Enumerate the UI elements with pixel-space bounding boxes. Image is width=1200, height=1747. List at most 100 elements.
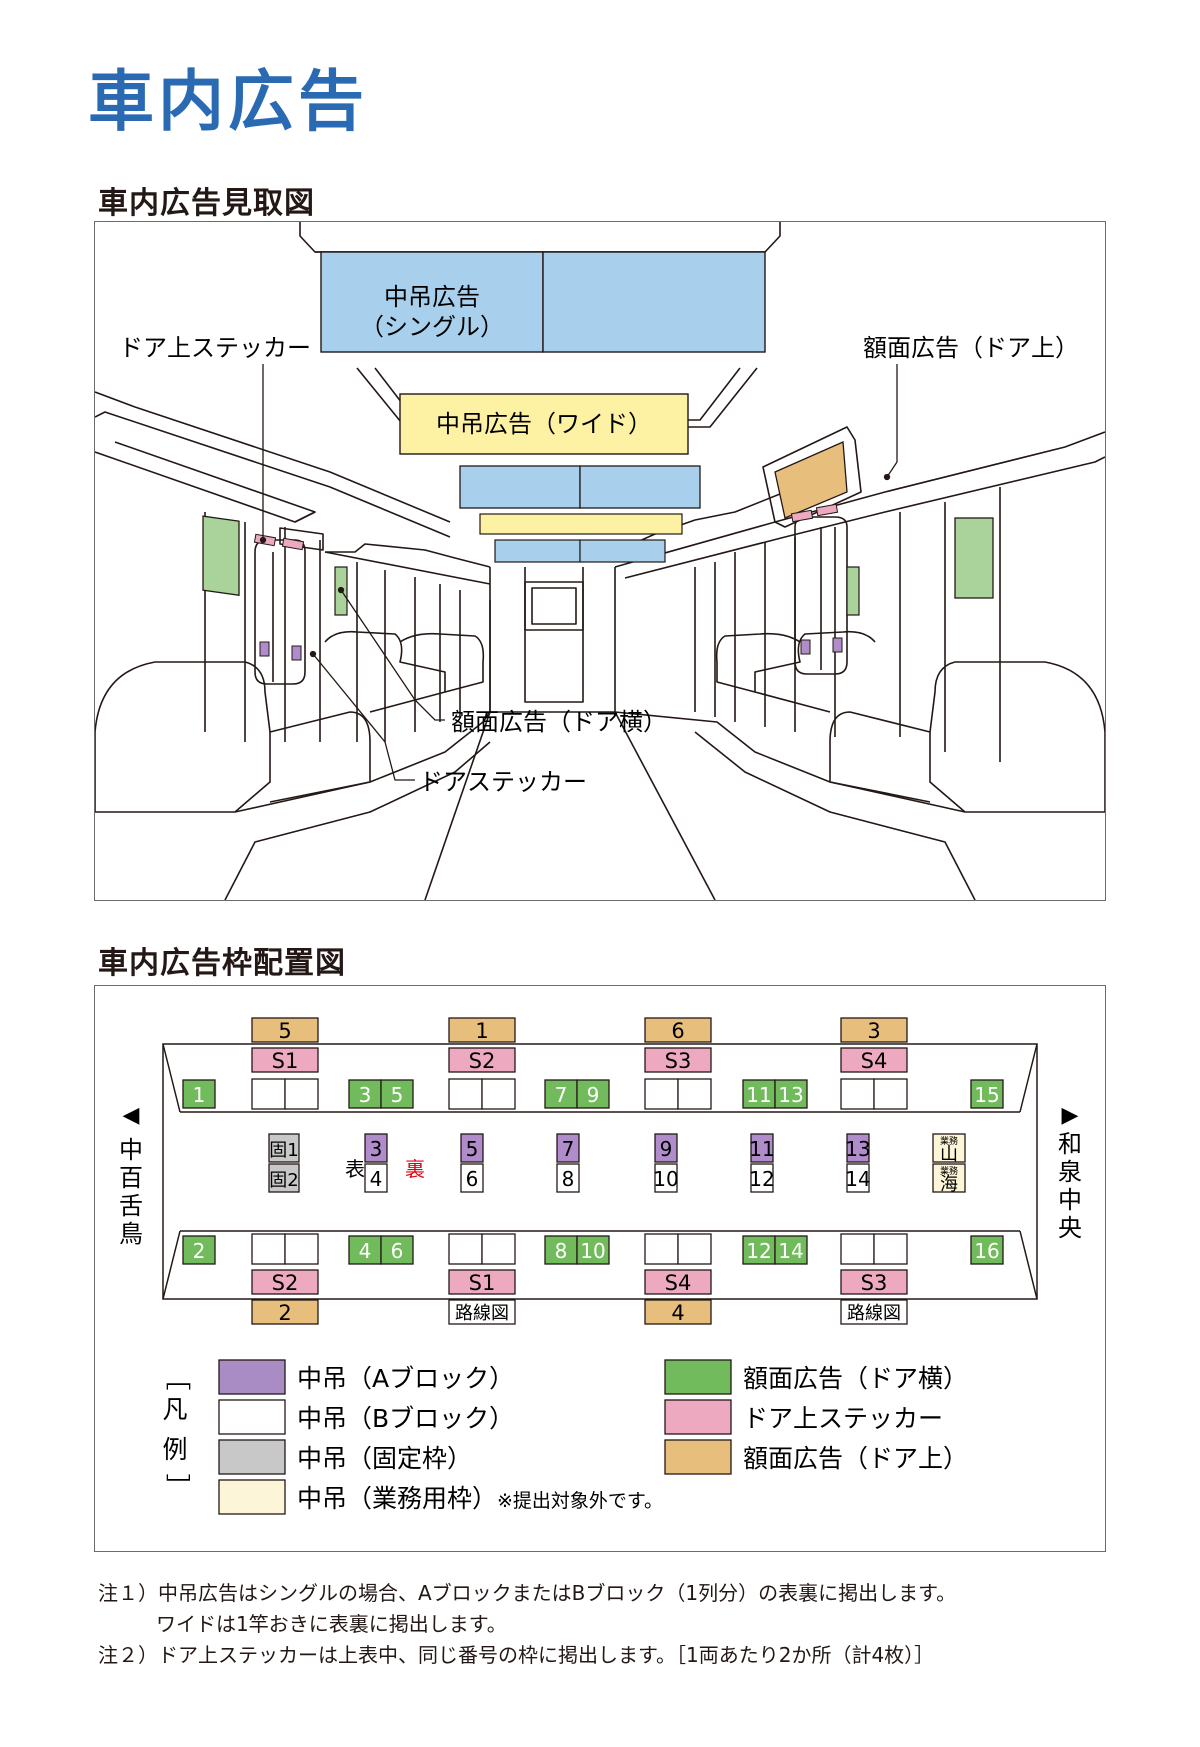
- door-sticker-bottom-label: S1: [469, 1271, 496, 1295]
- frame-door-side-bottom-label: 10: [580, 1239, 605, 1263]
- legend-label: 中吊（固定枠）: [297, 1444, 472, 1473]
- door-sticker-top: [840, 1047, 908, 1073]
- legend-title-2: 凡: [162, 1395, 187, 1424]
- hanging-b-label: 10: [653, 1167, 678, 1191]
- legend-title-4: ］: [163, 1473, 192, 1498]
- hanging-a: [654, 1133, 678, 1163]
- hanging-b: [364, 1163, 388, 1193]
- door-sticker-bottom: [251, 1269, 319, 1295]
- door-sticker-top-label: S2: [469, 1049, 496, 1073]
- legend-label: 額面広告（ドア上）: [743, 1444, 968, 1473]
- legend-swatch: [218, 1439, 286, 1475]
- frame-door-side-bottom-label: 8: [555, 1239, 568, 1263]
- door-panel-top: [284, 1078, 319, 1110]
- hanging-a: [460, 1133, 484, 1163]
- note-1-cont: ワイドは1竿おきに表裏に掲出します。: [156, 1612, 507, 1636]
- door-sticker-bottom-label: S4: [665, 1271, 692, 1295]
- door-sticker-bottom: [644, 1269, 712, 1295]
- right-arrow: ▶: [1062, 1103, 1079, 1128]
- label-hanging-wide: 中吊広告（ワイド）: [436, 410, 652, 438]
- hanging-b: [556, 1163, 580, 1193]
- door-panel-top: [840, 1078, 875, 1110]
- frame-door-side-top-label: 1: [193, 1083, 206, 1107]
- door-panel-bottom: [677, 1233, 712, 1265]
- left-arrow: ◀: [123, 1103, 140, 1128]
- frame-door-side-top: [576, 1079, 610, 1109]
- door-sticker-top-label: S4: [861, 1049, 888, 1073]
- door-sticker-top: [448, 1047, 516, 1073]
- frame-door-top-label: 6: [671, 1019, 684, 1043]
- hanging-b: [750, 1163, 774, 1193]
- frame-door-side-bottom: [576, 1235, 610, 1265]
- hanging-a: [750, 1133, 774, 1163]
- door-panel-bottom: [644, 1233, 679, 1265]
- note-2: 注２）ドア上ステッカーは上表中、同じ番号の枠に掲出します。［1両あたり2か所（計…: [98, 1643, 935, 1667]
- legend-label: ドア上ステッカー: [743, 1404, 943, 1433]
- right-station-char-3: 中: [1058, 1186, 1082, 1214]
- business-frame: [932, 1163, 966, 1193]
- fixed-frame: [268, 1163, 300, 1193]
- frame-door-side-bottom: [348, 1235, 382, 1265]
- frame-door-side-bottom: [182, 1235, 216, 1265]
- legend-swatch: [664, 1399, 732, 1435]
- frame-door-side-top-label: 11: [746, 1083, 771, 1107]
- hanging-a-label: 9: [660, 1137, 673, 1161]
- frame-door-side-top-label: 9: [587, 1083, 600, 1107]
- left-station-char-4: 鳥: [119, 1220, 143, 1248]
- label-frame-door-side: 額面広告（ドア横）: [451, 708, 667, 736]
- frame-door-side-top-label: 5: [391, 1083, 404, 1107]
- frame-door-side-top: [544, 1079, 578, 1109]
- frame-door-top-top: [840, 1017, 908, 1043]
- label-door-top-sticker: ドア上ステッカー: [119, 334, 311, 362]
- legend-note: ※提出対象外です。: [497, 1490, 663, 1512]
- layout-plan-heading: 車内広告枠配置図: [98, 946, 346, 981]
- hanging-b-label: 6: [466, 1167, 479, 1191]
- left-station-char-2: 百: [119, 1164, 143, 1192]
- frame-door-top-label: 5: [278, 1019, 291, 1043]
- door-panel-bottom: [251, 1233, 286, 1265]
- frame-door-side-bottom-label: 6: [391, 1239, 404, 1263]
- note-1: 注１）中吊広告はシングルの場合、AブロックまたはBブロック（1列分）の表裏に掲出…: [98, 1581, 957, 1605]
- hanging-a-label: 11: [749, 1137, 774, 1161]
- right-station-char-2: 泉: [1058, 1158, 1082, 1186]
- frame-door-side-top-label: 7: [555, 1083, 568, 1107]
- door-sticker-bottom: [448, 1269, 516, 1295]
- door-sticker-bottom-label: S3: [861, 1271, 888, 1295]
- hanging-a: [364, 1133, 388, 1163]
- legend-label: 額面広告（ドア横）: [743, 1364, 968, 1393]
- label-hanging-single-1: 中吊広告: [384, 283, 480, 311]
- frame-door-top-bottom: [251, 1299, 319, 1325]
- door-panel-bottom: [284, 1233, 319, 1265]
- legend-swatch: [218, 1399, 286, 1435]
- frame-door-side-bottom-label: 12: [746, 1239, 771, 1263]
- route-map: [840, 1299, 908, 1325]
- label-door-sticker: ドアステッカー: [419, 768, 587, 796]
- frame-door-side-top-label: 13: [778, 1083, 803, 1107]
- legend-swatch: [664, 1359, 732, 1395]
- door-panel-top: [873, 1078, 908, 1110]
- interior-view-illustration: 中吊広告 （シングル） 中吊広告（ワイド） ドア上ステッカー 額面広告（ドア上）…: [94, 222, 1106, 901]
- hanging-b-label: 12: [749, 1167, 774, 1191]
- notes: 注１）中吊広告はシングルの場合、AブロックまたはBブロック（1列分）の表裏に掲出…: [98, 1578, 956, 1671]
- door-panel-top: [644, 1078, 679, 1110]
- frame-door-side-top-label: 3: [359, 1083, 372, 1107]
- frame-door-side-bottom-label: 14: [778, 1239, 803, 1263]
- door-sticker-top: [251, 1047, 319, 1073]
- frame-door-side-top-label: 15: [974, 1083, 999, 1107]
- door-sticker-top-label: S3: [665, 1049, 692, 1073]
- door-panel-top: [677, 1078, 712, 1110]
- right-station-char-4: 央: [1058, 1214, 1082, 1242]
- hanging-b-label: 14: [845, 1167, 870, 1191]
- frame-door-side-top: [182, 1079, 216, 1109]
- page-title: 車内広告: [88, 62, 368, 140]
- frame-door-top-top: [448, 1017, 516, 1043]
- hanging-b-label: 8: [562, 1167, 575, 1191]
- frame-door-top-bottom-label: 2: [278, 1301, 291, 1325]
- frame-door-side-bottom: [742, 1235, 776, 1265]
- frame-door-top-bottom: [644, 1299, 712, 1325]
- frame-door-side-top: [742, 1079, 776, 1109]
- hanging-b: [846, 1163, 870, 1193]
- door-sticker-bottom: [840, 1269, 908, 1295]
- frame-door-side-top: [380, 1079, 414, 1109]
